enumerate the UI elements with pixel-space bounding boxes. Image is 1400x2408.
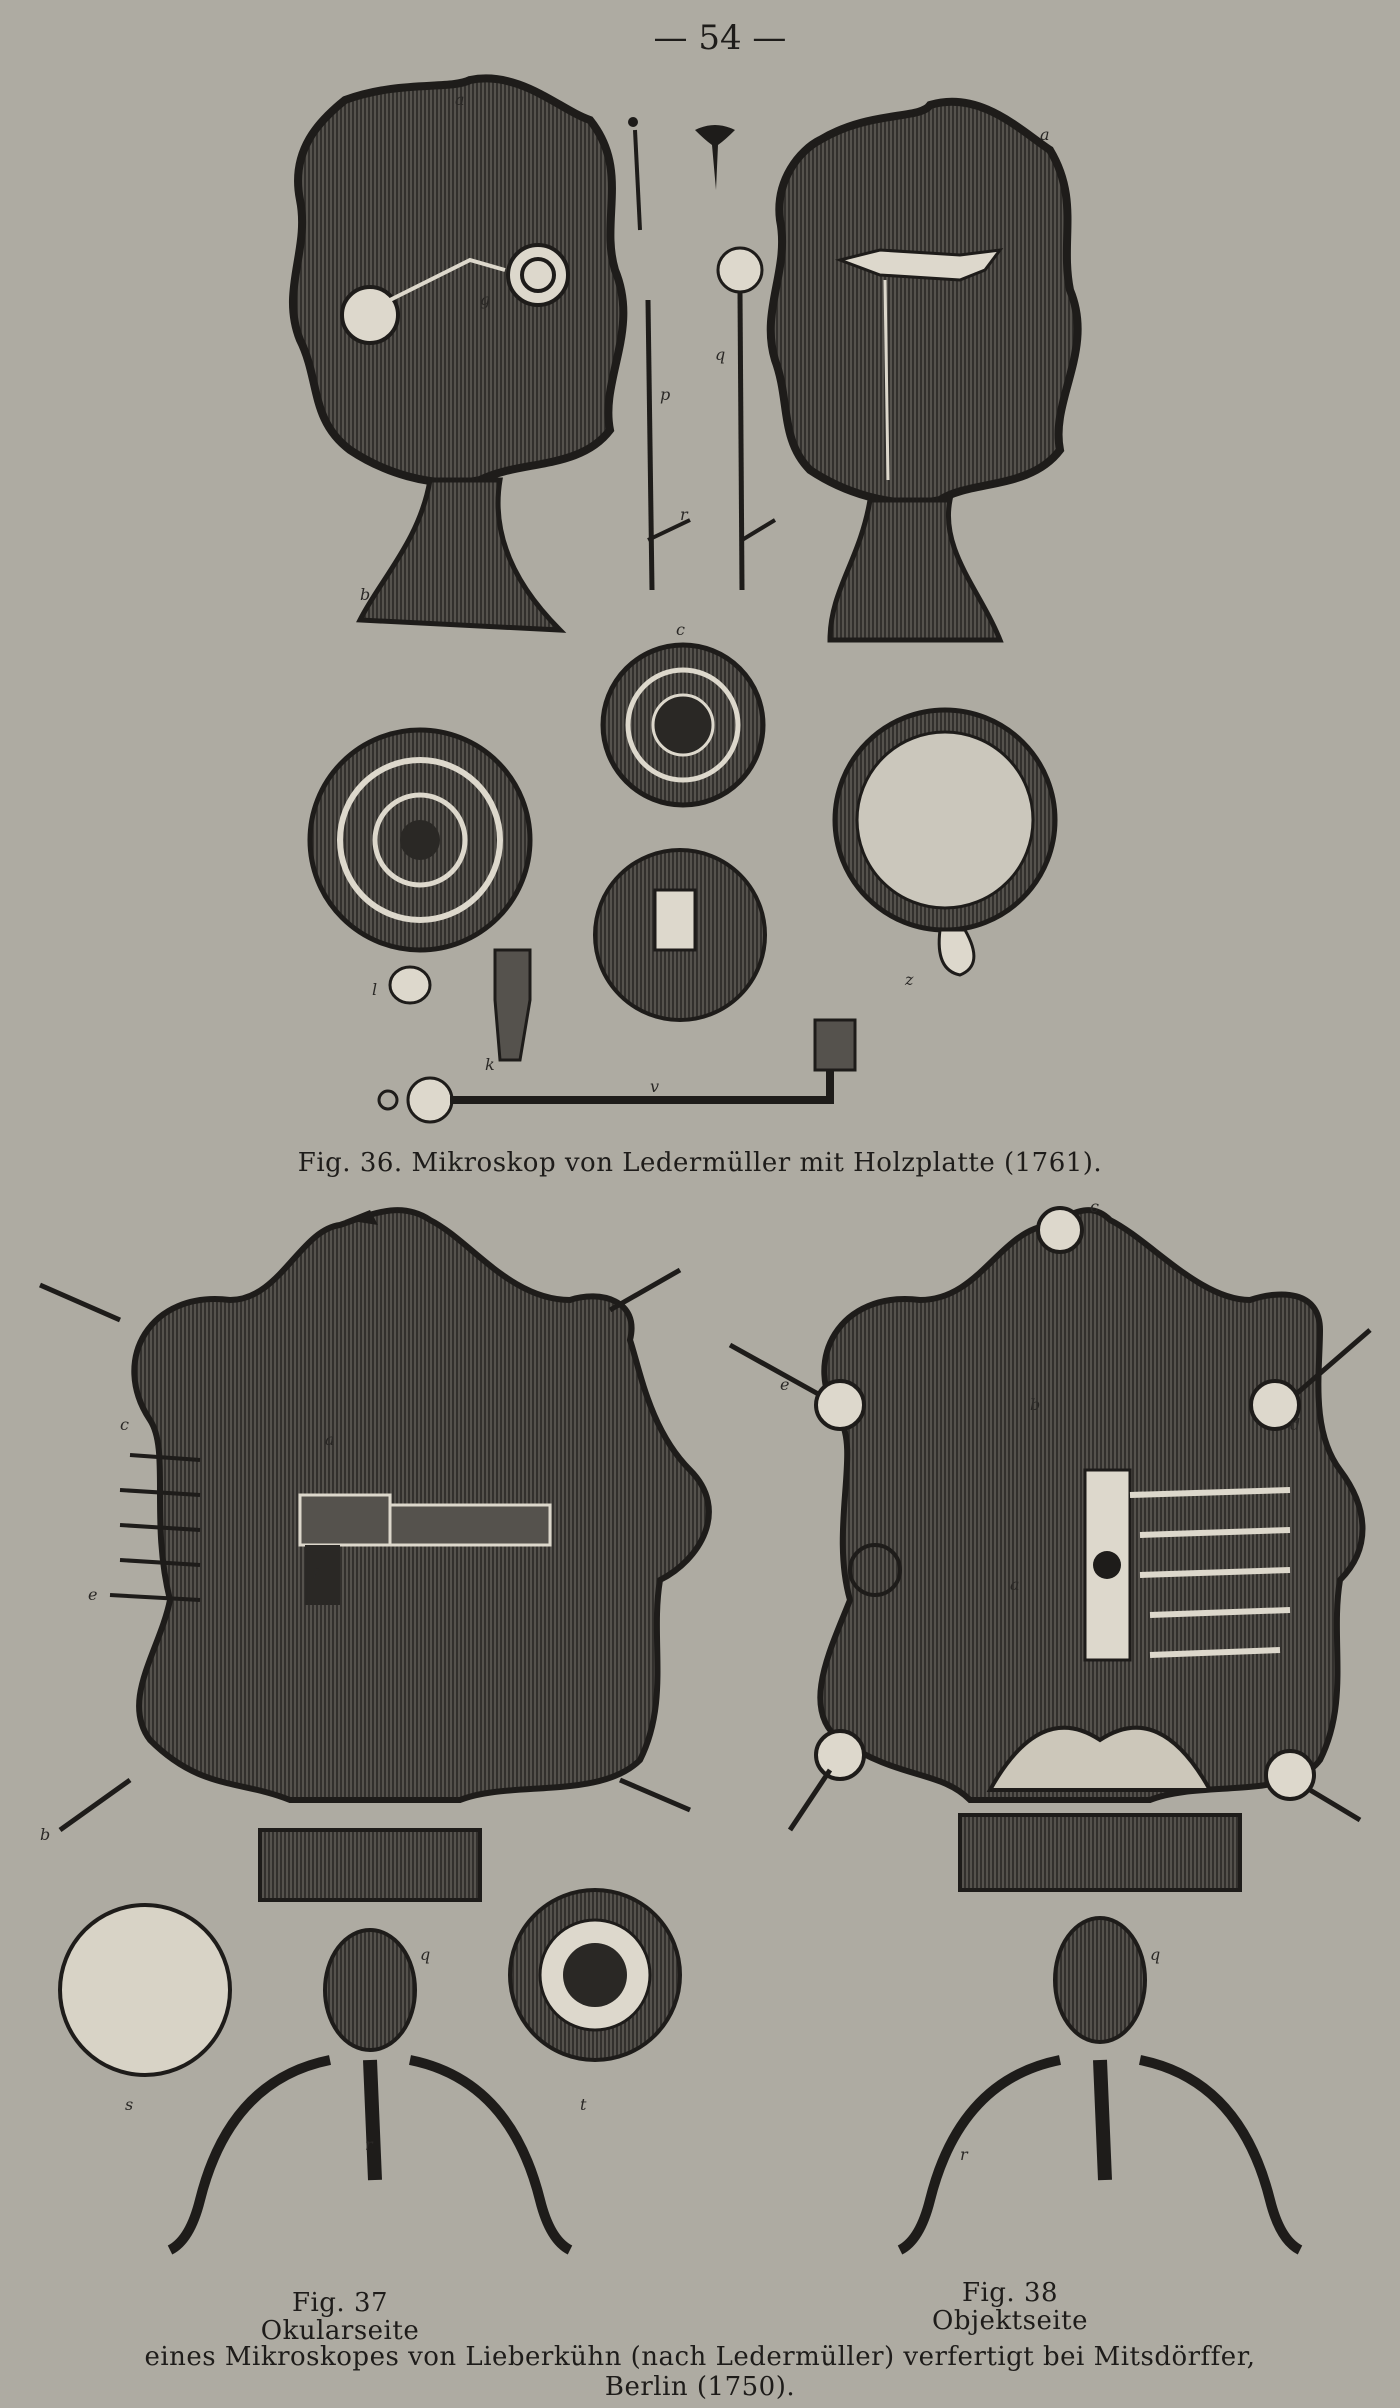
fig38-number: Fig. 38 xyxy=(961,2278,1059,2308)
joint-caption-line2: Berlin (1750). xyxy=(604,2372,796,2402)
label-c: c xyxy=(120,1415,129,1434)
fig36-pins-and-rods: p q r xyxy=(628,117,777,591)
label-k: k xyxy=(485,1055,495,1074)
label-s: s xyxy=(125,2095,133,2114)
fig37-subtitle: Okularseite xyxy=(260,2316,420,2346)
label-a: a xyxy=(325,1430,335,1449)
label-r: r xyxy=(365,2135,374,2154)
label-q: q xyxy=(715,345,725,364)
label-a: a xyxy=(455,90,465,109)
label-c: c xyxy=(1090,1197,1099,1216)
joint-caption-line1: eines Mikroskopes von Lieberkühn (nach L… xyxy=(144,2342,1256,2372)
label-p: p xyxy=(660,385,670,404)
fig37-number: Fig. 37 xyxy=(291,2288,389,2318)
label-b: b xyxy=(360,585,370,604)
label-a: a xyxy=(1010,1575,1020,1594)
label-b: b xyxy=(40,1825,50,1844)
label-a-right: a xyxy=(1040,125,1050,144)
label-e: e xyxy=(88,1585,97,1604)
page-number: — 54 — xyxy=(653,18,787,58)
label-q: q xyxy=(1150,1945,1160,1964)
fig36-discs: l c z k v xyxy=(307,620,1058,1124)
fig36-right-plate: a xyxy=(766,97,1082,643)
label-c: c xyxy=(676,620,685,639)
fig36-caption: Fig. 36. Mikroskop von Ledermüller mit H… xyxy=(297,1148,1103,1178)
label-t: t xyxy=(580,2095,587,2114)
fig37-illustration: a b c e f s t r q xyxy=(38,1207,712,2255)
label-b: b xyxy=(1030,1395,1040,1414)
label-z: z xyxy=(904,970,914,989)
fig36-left-plate: a b g xyxy=(289,74,628,633)
label-e: e xyxy=(780,1375,789,1394)
fig38-illustration: a b c d e r q xyxy=(728,1197,1372,2255)
label-d: d xyxy=(1290,1415,1300,1434)
label-r: r xyxy=(960,2145,969,2164)
label-r: r xyxy=(680,505,689,524)
label-l: l xyxy=(372,980,377,999)
fig38-subtitle: Objektseite xyxy=(932,2306,1088,2336)
label-g: g xyxy=(480,290,490,309)
label-v: v xyxy=(650,1077,659,1096)
label-q: q xyxy=(420,1945,430,1964)
label-f: f xyxy=(311,1565,321,1584)
